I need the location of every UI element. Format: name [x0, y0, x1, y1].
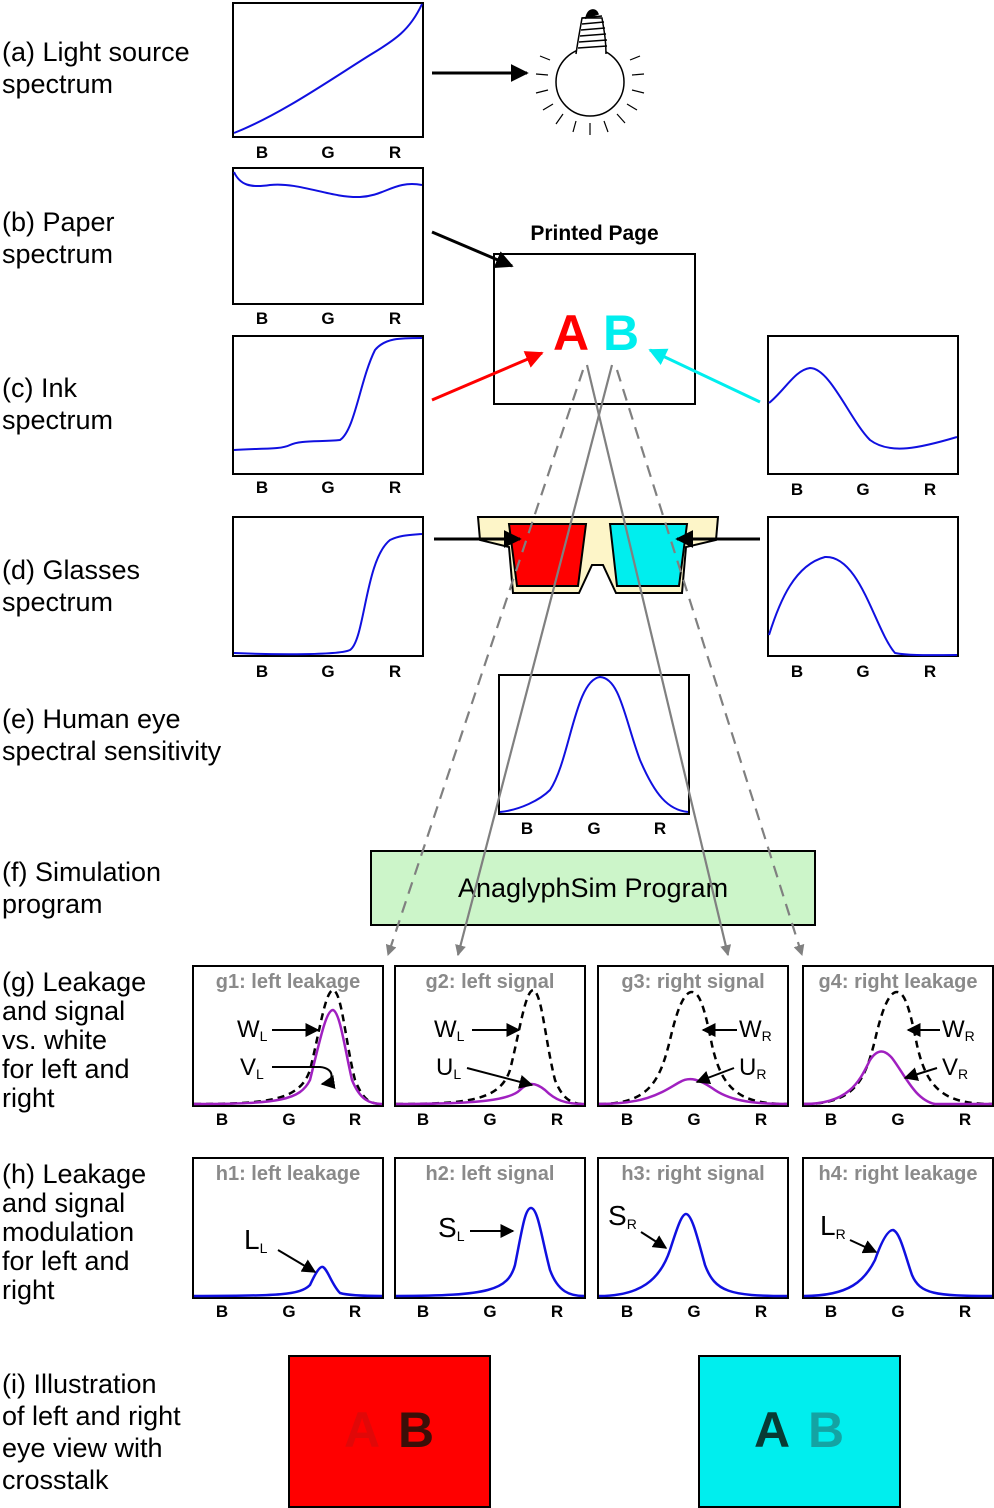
g3-title: g3: right signal: [621, 971, 765, 993]
right-view-letter-b: B: [808, 1402, 845, 1458]
label-g: (g) Leakage and signal vs. white for lef…: [2, 967, 147, 1113]
plot-ink-red: [232, 335, 424, 475]
g1-leak-curve: [193, 1008, 383, 1106]
plot-h1: [192, 1157, 384, 1299]
label-i: (i) Illustration of left and right eye v…: [2, 1369, 181, 1495]
plot-g1: [192, 965, 384, 1107]
h2-annotation: SL: [438, 1212, 465, 1244]
curve-glasses-red: [233, 533, 423, 656]
plot-h2: [394, 1157, 586, 1299]
g2-title: g2: left signal: [425, 971, 555, 993]
curve-light-source: [233, 3, 423, 134]
printed-page-title: Printed Page: [530, 222, 659, 245]
label-e: (e) Human eye spectral sensitivity: [2, 704, 222, 766]
curve-glasses-cyan: [768, 555, 958, 657]
left-eye-view: [288, 1355, 491, 1508]
light-bulb-icon: [535, 9, 645, 135]
program-label: AnaglyphSim Program: [457, 872, 729, 903]
label-d: (d) Glasses spectrum: [2, 555, 141, 617]
h1-curve: [193, 1265, 383, 1298]
h1-annotation: LL: [244, 1224, 268, 1256]
h4-curve: [803, 1228, 993, 1298]
h3-curve: [598, 1212, 788, 1298]
g1-annotation-leak: VL: [240, 1054, 264, 1082]
g4-leak-curve: [803, 1050, 992, 1106]
plot-g4: [802, 965, 994, 1107]
printed-page: [493, 253, 696, 405]
g3-signal-curve: [598, 1077, 788, 1106]
label-b: (b) Paper spectrum: [2, 207, 115, 269]
right-eye-view: [698, 1355, 901, 1508]
label-h: (h) Leakage and signal modulation for le…: [2, 1159, 147, 1305]
plot-g2: [394, 965, 586, 1107]
g3-white-curve: [598, 990, 788, 1106]
h2-curve: [395, 1206, 585, 1298]
g3-annotation-white: WR: [739, 1016, 772, 1044]
plot-ink-cyan: [767, 335, 959, 475]
left-view-letter-b: B: [398, 1402, 435, 1458]
h3-title: h3: right signal: [621, 1163, 765, 1185]
printed-letter-a: A: [553, 305, 590, 361]
h2-title: h2: left signal: [425, 1163, 555, 1185]
g2-white-curve: [395, 988, 585, 1106]
plot-h4: [802, 1157, 994, 1299]
h1-title: h1: left leakage: [215, 1163, 361, 1185]
g4-white-curve: [803, 990, 993, 1106]
plot-eye-sensitivity: [498, 674, 690, 815]
g4-title: g4: right leakage: [818, 971, 978, 993]
plot-paper: [232, 167, 424, 305]
anaglyphsim-program-box: AnaglyphSim Program: [370, 850, 816, 926]
g1-title: g1: left leakage: [215, 971, 361, 993]
h3-annotation: SR: [608, 1200, 637, 1232]
curve-ink-red: [233, 337, 423, 451]
printed-letter-b: B: [603, 305, 640, 361]
g3-annotation-signal: UR: [739, 1054, 767, 1082]
g4-annotation-white: WR: [942, 1016, 975, 1044]
g2-signal-curve: [395, 1082, 585, 1106]
g1-white-curve: [193, 988, 383, 1106]
label-f: (f) Simulation program: [2, 857, 162, 919]
curve-eye-sensitivity: [499, 675, 689, 813]
right-view-letter-a: A: [754, 1402, 791, 1458]
g2-annotation-white: WL: [434, 1016, 465, 1044]
left-view-letter-a: A: [344, 1402, 381, 1458]
label-c: (c) Ink spectrum: [2, 373, 114, 435]
curve-paper: [233, 171, 423, 199]
curve-ink-cyan: [768, 366, 958, 450]
glasses-cyan-lens: [608, 523, 689, 587]
g1-annotation-white: WL: [237, 1016, 268, 1044]
glasses-red-lens: [507, 523, 588, 587]
plot-g3: [597, 965, 789, 1107]
g4-annotation-leak: VR: [942, 1054, 969, 1082]
anaglyph-glasses-icon: [476, 516, 720, 594]
label-a: (a) Light source spectrum: [2, 37, 190, 99]
plot-h3: [597, 1157, 789, 1299]
h4-annotation: LR: [820, 1210, 846, 1242]
plot-glasses-cyan: [767, 516, 959, 657]
h4-title: h4: right leakage: [818, 1163, 978, 1185]
plot-light-source: [232, 2, 424, 138]
g2-annotation-signal: UL: [436, 1054, 462, 1082]
